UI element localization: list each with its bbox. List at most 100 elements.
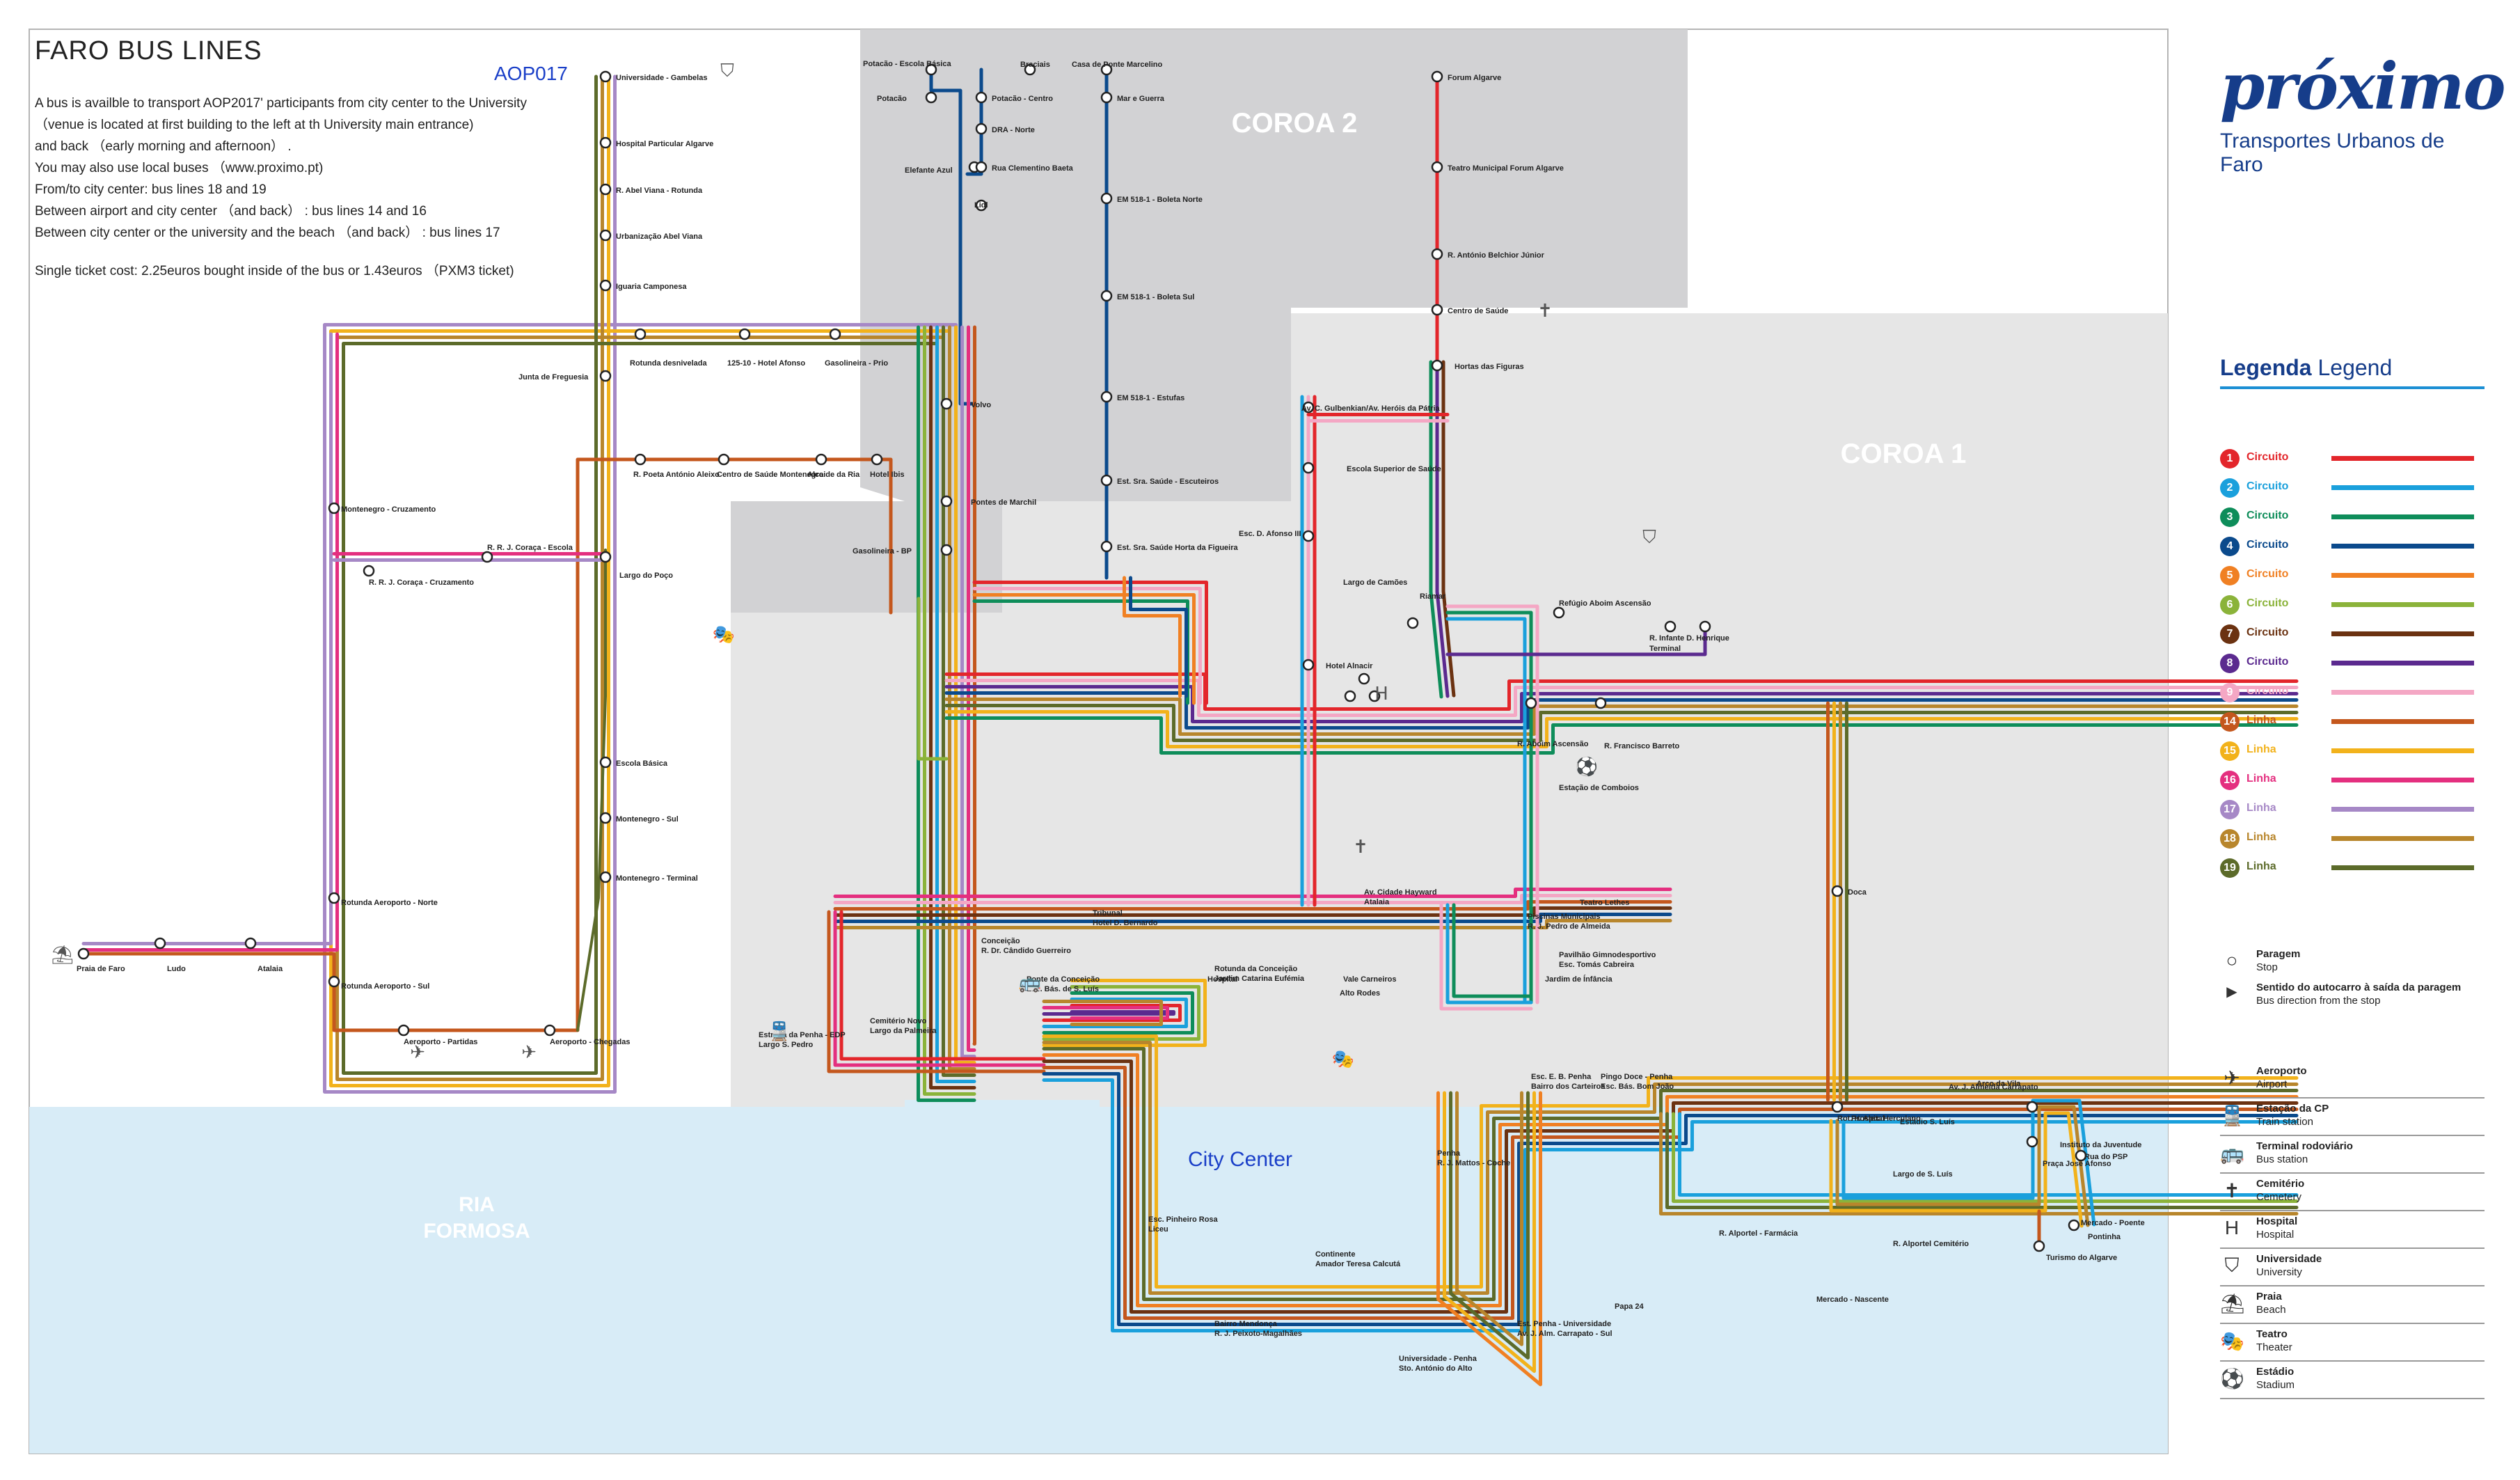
route-line-2-trunk-north (935, 325, 976, 1083)
stop-marker[interactable] (599, 871, 612, 883)
line-type: Linha (2246, 773, 2276, 785)
stop-marker[interactable] (1406, 617, 1419, 629)
stop-label: Doca (1848, 888, 1867, 897)
stop-marker[interactable] (599, 812, 612, 824)
stop-marker[interactable] (2026, 1101, 2038, 1113)
stop-marker[interactable] (1431, 161, 1443, 173)
stop-marker[interactable] (925, 91, 937, 104)
stop-marker[interactable] (599, 279, 612, 292)
stop-marker[interactable] (244, 937, 257, 950)
route-line-3-pingo-doce (1445, 611, 1533, 1005)
stop-marker[interactable] (328, 892, 340, 904)
stop-marker[interactable] (1024, 63, 1036, 76)
stop-marker[interactable] (1100, 63, 1113, 76)
stop-marker[interactable] (1831, 1101, 1844, 1113)
stop-marker[interactable] (1100, 91, 1113, 104)
stop-marker[interactable] (1302, 401, 1315, 414)
stop-marker[interactable] (925, 63, 937, 76)
stop-marker[interactable] (1358, 672, 1370, 685)
route-line-14-riamar-loop (827, 910, 1046, 1073)
stop-label: Urbanização Abel Viana (616, 233, 703, 241)
stop-marker[interactable] (544, 1024, 556, 1037)
stop-marker[interactable] (940, 544, 953, 556)
stop-marker[interactable] (328, 975, 340, 988)
route-line-16-airport-beach (81, 332, 339, 952)
key-divider (2220, 1247, 2485, 1249)
stop-marker[interactable] (1431, 70, 1443, 83)
stop-marker[interactable] (1831, 885, 1844, 897)
stop-marker[interactable] (940, 397, 953, 410)
stop-marker[interactable] (975, 161, 988, 173)
stop-marker[interactable] (77, 947, 90, 960)
line-type: Circuito (2246, 539, 2289, 551)
stop-marker[interactable] (871, 453, 883, 466)
stop-marker[interactable] (599, 370, 612, 382)
stop-marker[interactable] (1553, 606, 1565, 619)
stop-marker[interactable] (815, 453, 827, 466)
stop-marker[interactable] (2075, 1149, 2087, 1162)
stop-marker[interactable] (599, 183, 612, 196)
stop-label: Gasolineira - Prio (825, 359, 888, 368)
stop-label: Refúgio Aboim Ascensão (1559, 599, 1651, 608)
line-type: Linha (2246, 831, 2276, 843)
stop-marker[interactable] (1525, 697, 1537, 709)
stop-marker[interactable] (1664, 620, 1677, 633)
stop-marker[interactable] (363, 565, 375, 577)
stop-marker[interactable] (1431, 304, 1443, 316)
key-direction: ▶Sentido do autocarro à saída da paragem… (2220, 979, 2485, 1014)
stop-label: R. Alportel Cemitério (1893, 1240, 1969, 1248)
stop-marker[interactable] (599, 229, 612, 242)
stop-marker[interactable] (1302, 659, 1315, 671)
stop-marker[interactable] (599, 551, 612, 563)
stop-label: Av. Cidade Hayward (1364, 888, 1437, 897)
stop-marker[interactable] (154, 937, 166, 950)
stop-marker[interactable] (1100, 540, 1113, 553)
line-type: Circuito (2246, 510, 2289, 521)
ticket-info: Single ticket cost: 2.25euros bought ins… (35, 264, 514, 278)
stop-marker[interactable] (599, 756, 612, 769)
stop-label: Estrada da Penha - EDP (759, 1031, 846, 1039)
stop-marker[interactable] (1699, 620, 1711, 633)
route-line-15-pontinha (1443, 1091, 1536, 1373)
stop-marker[interactable] (2068, 1219, 2080, 1231)
stop-marker[interactable] (1431, 248, 1443, 260)
info-line: From/to city center: bus lines 18 and 19 (35, 182, 267, 197)
stop-label: Esc. Bás. de S. Luís (1027, 985, 1099, 993)
stop-label: Braciais (1020, 61, 1050, 69)
stop-marker[interactable] (328, 502, 340, 514)
stop-marker[interactable] (829, 328, 841, 340)
stop-marker[interactable] (1302, 530, 1315, 542)
stop-marker[interactable] (1100, 391, 1113, 403)
stop-marker[interactable] (1302, 462, 1315, 474)
info-line: Between airport and city center （and bac… (35, 204, 427, 219)
stop-marker[interactable] (975, 123, 988, 135)
stop-marker[interactable] (1100, 290, 1113, 302)
stop-marker[interactable] (1368, 690, 1381, 702)
stop-marker[interactable] (975, 91, 988, 104)
cemetery-icon: ✝ (1537, 301, 1553, 322)
stop-marker[interactable] (634, 453, 647, 466)
stop-marker[interactable] (1431, 359, 1443, 372)
stop-marker[interactable] (599, 70, 612, 83)
stop-marker[interactable] (481, 551, 493, 563)
stop-marker[interactable] (940, 495, 953, 507)
stop-label: Conceição (981, 937, 1020, 945)
stop-label: Amador Teresa Calcutá (1315, 1260, 1401, 1268)
stop-marker[interactable] (1100, 474, 1113, 487)
stop-marker[interactable] (1100, 192, 1113, 205)
route-line-18-carteiros (1659, 1112, 2299, 1215)
stop-marker[interactable] (975, 199, 988, 212)
stop-marker[interactable] (2026, 1135, 2038, 1148)
stop-marker[interactable] (1344, 690, 1356, 702)
stop-marker[interactable] (718, 453, 730, 466)
stop-marker[interactable] (738, 328, 751, 340)
stop-marker[interactable] (1594, 697, 1607, 709)
stop-label: R. Abel Viana - Rotunda (616, 187, 703, 195)
stop-marker[interactable] (397, 1024, 410, 1037)
stop-label: Largo S. Pedro (759, 1041, 814, 1049)
stop-marker[interactable] (599, 136, 612, 149)
stop-marker[interactable] (634, 328, 647, 340)
stop-marker[interactable] (2033, 1240, 2045, 1252)
